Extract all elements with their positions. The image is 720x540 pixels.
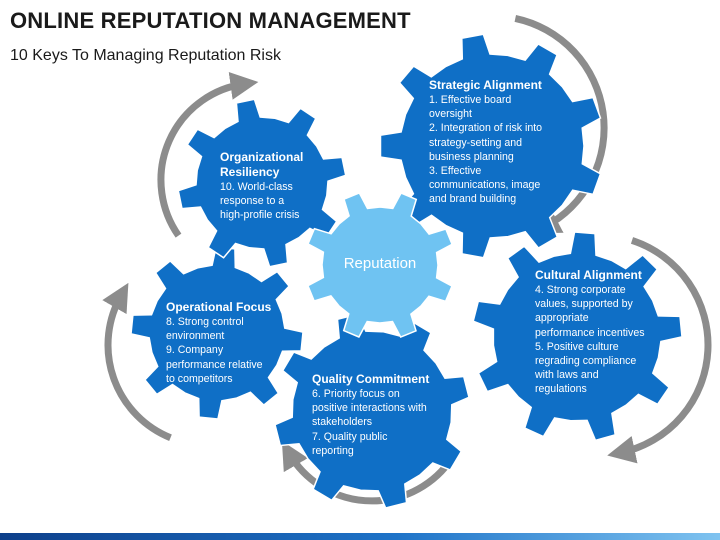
gear-text-line: oversight [429,108,472,121]
center-gear-label: Reputation [343,255,417,272]
gear-text-line: 8. Strong control [166,316,244,328]
gear-shape-cultural-alignment [472,231,683,442]
gear-text-line: appropriate [535,312,589,325]
gear-heading: Quality Commitment [312,372,430,386]
gear-quality-commitment: Quality Commitment 6. Priority focus on … [312,372,429,458]
gear-text-line: 2. Integration of risk into [429,122,543,135]
gear-text-line: 10. World-class [220,181,293,193]
slide-subtitle: 10 Keys To Managing Reputation Risk [10,47,281,64]
gear-text-line: strategy-setting and [429,136,523,149]
gear-heading: Operational Focus [166,300,272,314]
gear-text-line: stakeholders [312,416,373,429]
gear-text-line: to competitors [166,372,233,385]
slide-title: ONLINE REPUTATION MANAGEMENT [10,8,411,33]
gear-text-line: values, supported by [535,298,633,311]
gear-organizational-resiliency: Organizational Resiliency 10. World-clas… [220,150,303,223]
gear-text-line: performance incentives [535,326,645,339]
gear-text-line: 6. Priority focus on [312,388,400,400]
gear-text-line: 9. Company [166,344,224,357]
gear-text-line: high-profile crisis [220,209,300,222]
gear-heading: Organizational [220,150,304,164]
gear-text-line: positive interactions with [312,402,427,415]
gear-text-line: reporting [312,444,354,457]
gear-shape-operational-focus [130,246,304,420]
arrow-operational-cycle-arrow [102,282,172,441]
arrow-resiliency-cycle-arrow [157,71,259,238]
gear-text-line: with laws and [535,369,599,382]
gear-text-line: and brand building [429,193,517,206]
footer-bar [0,533,720,540]
gear-operational-focus: Operational Focus 8. Strong control envi… [166,300,271,386]
gear-cultural-alignment: Cultural Alignment 4. Strong corporate v… [535,268,645,397]
gear-text-line: 1. Effective board [429,94,512,106]
gear-text-line: business planning [429,150,514,163]
gear-text-line: 4. Strong corporate [535,284,626,296]
gear-heading: Resiliency [220,165,280,179]
gear-text-line: 3. Effective [429,165,482,178]
gear-text-line: performance relative [166,358,263,371]
gear-strategic-alignment: Strategic Alignment 1. Effective board o… [429,78,542,207]
arrow-quality-cycle-arrow [281,440,459,505]
gear-text-line: response to a [220,195,285,208]
gear-text-line: regrading compliance [535,355,637,368]
center-gear-shape [306,191,454,339]
gear-heading: Strategic Alignment [429,78,542,92]
gear-text-line: communications, image [429,179,541,192]
arrow-cultural-cycle-arrow [607,237,712,464]
gear-text-line: regulations [535,383,587,396]
gear-text-line: environment [166,330,225,343]
gear-text-line: 5. Positive culture [535,340,619,353]
gear-heading: Cultural Alignment [535,268,642,282]
gear-shape-organizational-resiliency [177,98,347,268]
gear-text-line: 7. Quality public [312,430,388,443]
arrow-strategic-cycle-arrow [514,14,608,234]
